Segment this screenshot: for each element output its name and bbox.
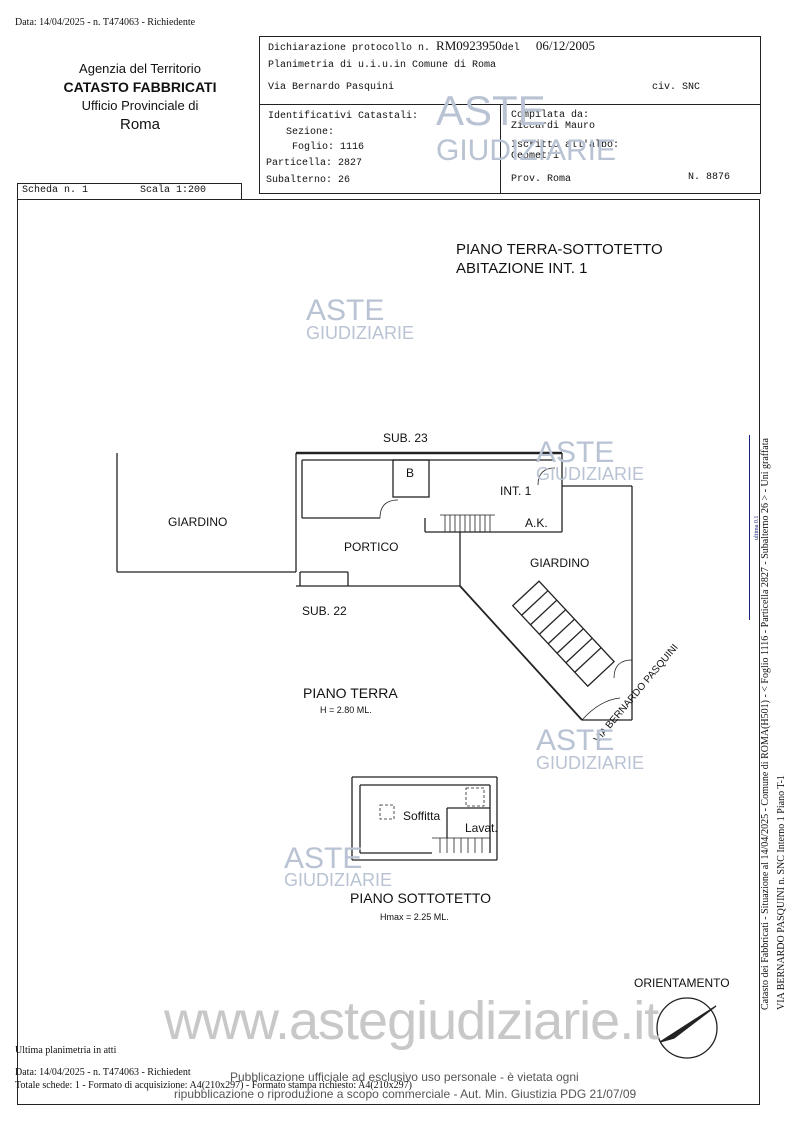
sezione-field: Sezione: (286, 127, 335, 138)
lavat-label: Lavat. (465, 821, 498, 835)
watermark-giudiziarie-1: GIUDIZIARIE (436, 134, 617, 167)
garden-diagonal-wall (459, 585, 583, 721)
plan-subtitle: ABITAZIONE INT. 1 (456, 260, 588, 277)
attic-skylight-1 (379, 804, 395, 820)
int1-label: INT. 1 (500, 484, 532, 498)
footer-totale-line: Totale schede: 1 - Formato di acquisizio… (15, 1080, 412, 1091)
watermark-aste-5: ASTE (284, 842, 363, 875)
door-arc-1 (379, 499, 399, 519)
header-box (259, 36, 761, 194)
iscritto-value: Geometri (511, 151, 560, 162)
protocol-line: Dichiarazione protocollo n. RM0923950del… (268, 38, 748, 54)
piano-sottotetto-height: Hmax = 2.25 ML. (380, 912, 449, 922)
ultima-planimetria: Ultima planimetria in atti (15, 1045, 117, 1056)
protocol-del: del (501, 43, 520, 54)
identificativi-label: Identificativi Catastali: (268, 111, 419, 122)
planimetria-line: Planimetria di u.i.u.in Comune di Roma (268, 60, 497, 71)
garden-left-label: GIARDINO (168, 515, 228, 529)
side-scale-bar (749, 435, 750, 620)
watermark-aste-1: ASTE (436, 87, 546, 134)
door-arc-2 (537, 467, 556, 486)
watermark-aste-4: ASTE (536, 724, 615, 757)
piano-terra-height: H = 2.80 ML. (320, 705, 372, 715)
piano-sottotetto-label: PIANO SOTTOTETTO (350, 890, 492, 906)
footer-date-line: Data: 14/04/2025 - n. T474063 - Richiede… (15, 1067, 191, 1078)
pubblicazione-line-1: Pubblicazione ufficiale ad esclusivo uso… (230, 1070, 579, 1084)
catasto-title: CATASTO FABBRICATI (63, 79, 217, 95)
sub22-label: SUB. 22 (302, 604, 347, 618)
particella-field: Particella: 2827 (266, 158, 363, 169)
drawing-frame (17, 199, 760, 1105)
subalterno-field: Subalterno: 26 (266, 175, 351, 186)
foglio-field: Foglio: 1116 (292, 142, 365, 153)
bathroom-room (392, 459, 430, 498)
orientation-label: ORIENTAMENTO (634, 976, 730, 990)
header-vertical-divider (500, 104, 501, 194)
pubblicazione-line-2: ripubblicazione o riproduzione a scopo c… (174, 1087, 637, 1101)
compilata-label: Compilata da: (511, 110, 590, 121)
agency-block: Agenzia del Territorio CATASTO FABBRICAT… (20, 60, 260, 136)
gate-arc-1 (581, 697, 621, 721)
civ-number: civ. SNC (652, 82, 701, 93)
compilata-name: Ziccardi Mauro (511, 121, 596, 132)
ufficio-city: Roma (119, 116, 160, 133)
plan-title: PIANO TERRA-SOTTOTETTO (456, 241, 663, 258)
portico-label: PORTICO (344, 540, 399, 554)
stair-attic (432, 837, 490, 853)
prov-field: Prov. Roma (511, 174, 572, 185)
stair-ground (440, 514, 495, 532)
scale-label: Scala 1:200 (140, 185, 207, 196)
protocol-number: RM0923950 (436, 38, 502, 53)
parking-slots (511, 580, 616, 688)
compass-arrow (659, 1005, 717, 1043)
header-divider (259, 104, 761, 105)
ak-label: A.K. (525, 516, 548, 530)
protocol-date: 06/12/2005 (535, 38, 596, 53)
soffitta-label: Soffitta (403, 809, 441, 823)
compass-circle (656, 997, 718, 1059)
watermark-giudiziarie-4: GIUDIZIARIE (536, 753, 645, 773)
watermark-giudiziarie-5: GIUDIZIARIE (284, 870, 393, 890)
watermark-site: www.astegiudiziarie.it (164, 991, 659, 1051)
gate-arc-2 (613, 659, 633, 679)
watermark-giudiziarie-3: GIUDIZIARIE (536, 464, 645, 484)
watermark-aste-3: ASTE (536, 436, 615, 469)
attic-skylight-2 (465, 787, 485, 807)
garden-right-label: GIARDINO (530, 556, 590, 570)
scheda-number: Scheda n. 1 (22, 185, 89, 196)
watermark-aste-2: ASTE (306, 294, 385, 327)
top-date-line: Data: 14/04/2025 - n. T474063 - Richiede… (15, 17, 196, 28)
iscritto-label: Iscritto all'albo: (511, 140, 620, 151)
ufficio-label: Ufficio Provinciale di (81, 98, 199, 113)
bathroom-label: B (406, 466, 415, 480)
agency-name: Agenzia del Territorio (79, 61, 201, 76)
piano-terra-label: PIANO TERRA (303, 685, 398, 701)
sub23-label: SUB. 23 (383, 431, 428, 445)
numero-field: N. 8876 (688, 172, 731, 183)
address-line: Via Bernardo Pasquini (268, 82, 395, 93)
protocol-label: Dichiarazione protocollo n. (268, 43, 431, 54)
watermark-giudiziarie-2: GIUDIZIARIE (306, 323, 415, 343)
